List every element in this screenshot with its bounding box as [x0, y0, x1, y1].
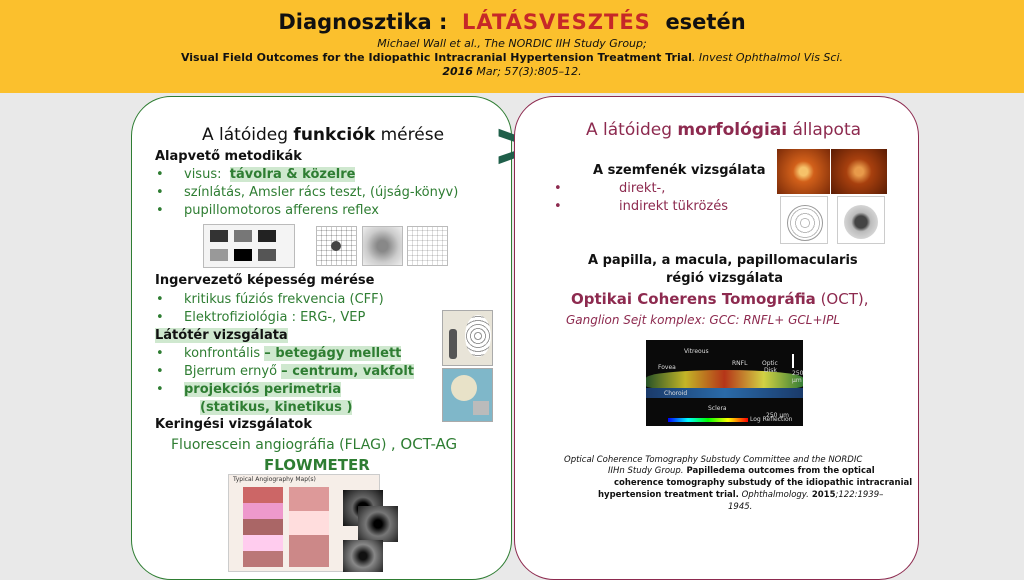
- citation-pages: Mar; 57(3):805–12.: [472, 65, 582, 78]
- visus-highlight: távolra & közelre: [229, 167, 356, 182]
- right-panel-title: A látóideg morfológiai állapota: [586, 120, 861, 140]
- oct-label-optic: Optic: [762, 360, 778, 367]
- right-title-c: állapota: [792, 120, 862, 140]
- octag-text: , OCT-AG: [390, 435, 458, 453]
- bullet-konfrontalis: konfrontális – betegágy mellett: [156, 346, 402, 361]
- right-title-a: A látóideg: [586, 120, 673, 140]
- angiography-map-image: Typical Angiography Map(s): [228, 474, 380, 572]
- oct-label-fovea: Fovea: [658, 364, 676, 371]
- oct-title-abbr: (OCT),: [815, 290, 869, 308]
- ref-line-3: coherence tomography substudy of the idi…: [614, 478, 913, 488]
- bullet-pupillo: pupillomotoros afferens reflex: [156, 203, 379, 218]
- citation-title-line: Visual Field Outcomes for the Idiopathic…: [0, 51, 1024, 64]
- oct-angio-image-3: [343, 540, 383, 572]
- oct-label-disk: Disk: [764, 367, 777, 374]
- fundus-image-1: [777, 149, 830, 194]
- amsler-grid-image-1: [316, 226, 357, 266]
- projekcios-detail: (statikus, kinetikus ): [200, 400, 353, 415]
- statikus-highlight: (statikus, kinetikus ): [200, 400, 353, 415]
- oct-scale-value: 250: [792, 370, 804, 377]
- flag-line: Fluorescein angiográfia (FLAG) , OCT-AG: [171, 435, 457, 453]
- papilla-line-2: régió vizsgálata: [666, 271, 783, 286]
- oct-scale-unit: µm: [792, 377, 802, 384]
- bullet-dot-1: •: [554, 181, 562, 196]
- ref-line-5: 1945.: [728, 502, 753, 512]
- bjerrum-screen-image: [442, 310, 493, 366]
- oct-scale-horizontal: 250 µm: [766, 412, 790, 419]
- perimeter-device-image: [442, 368, 493, 422]
- section-ingerv: Ingervezető képesség mérése: [155, 273, 375, 288]
- ref-year: 2015: [808, 490, 836, 500]
- bjerrum-label: Bjerrum ernyő: [184, 364, 278, 379]
- bullet-cff: kritikus fúziós frekvencia (CFF): [156, 292, 384, 307]
- header-banner: Diagnosztika : LÁTÁSVESZTÉS esetén Micha…: [0, 0, 1024, 93]
- ref-title-b: hypertension treatment trial.: [598, 490, 739, 500]
- oct-title: Optikai Coherens Tomográfia (OCT),: [571, 290, 869, 308]
- oct-scale-bar-vertical: [792, 354, 794, 368]
- title-part-2: LÁTÁSVESZTÉS: [461, 10, 651, 34]
- projekcios-highlight: projekciós perimetria: [184, 382, 342, 397]
- citation-authors: Michael Wall et al., The NORDIC IIH Stud…: [377, 37, 647, 50]
- citation-year-line: 2016 Mar; 57(3):805–12.: [0, 65, 1024, 78]
- left-title-a: A látóideg: [202, 125, 289, 145]
- bullet-direkt: direkt-,: [619, 181, 666, 196]
- title-part-3: esetén: [665, 10, 746, 34]
- fundus-image-2: [831, 149, 887, 194]
- bullet-bjerrum: Bjerrum ernyő – centrum, vakfolt: [156, 364, 415, 379]
- ref-group: IIHn Study Group.: [608, 466, 684, 476]
- bullet-elektro: Elektrofiziológia : ERG-, VEP: [156, 310, 365, 325]
- right-title-b: morfológiai: [677, 120, 788, 140]
- visus-label: visus:: [184, 167, 222, 182]
- amsler-grid-image-2: [362, 226, 403, 266]
- ref-pages: ;122:1939–: [835, 490, 884, 500]
- section-latoter: Látótér vizsgálata: [155, 328, 288, 343]
- bullet-visus: visus: távolra & közelre: [156, 167, 356, 182]
- flowmeter-text: FLOWMETER: [264, 456, 370, 474]
- bullet-szinlatas: színlátás, Amsler rács teszt, (újság-kön…: [156, 185, 458, 200]
- citation-paper-title: Visual Field Outcomes for the Idiopathic…: [180, 51, 692, 64]
- oct-label-sclera: Sclera: [708, 405, 727, 412]
- left-title-c: mérése: [380, 125, 445, 145]
- visual-field-chart-image: [780, 196, 828, 244]
- ref-line-2: IIHn Study Group. Papilledema outcomes f…: [608, 466, 875, 476]
- konf-label: konfrontális: [184, 346, 261, 361]
- ref-journal: Ophthalmology.: [738, 490, 809, 500]
- bjerrum-highlight: – centrum, vakfolt: [281, 364, 415, 379]
- left-panel-title: A látóideg funkciók mérése: [202, 125, 444, 145]
- left-title-b: funkciók: [293, 125, 376, 145]
- ref-line-1: Optical Coherence Tomography Substudy Co…: [564, 455, 863, 465]
- perimetry-result-image: [837, 196, 885, 244]
- oct-title-main: Optikai Coherens Tomográfia: [571, 290, 816, 308]
- visus-chart-image: [203, 224, 295, 268]
- oct-label-vitreous: Vitreous: [684, 348, 709, 355]
- oct-color-bar: [668, 418, 748, 422]
- ganglion-text: Ganglion Sejt komplex: GCC: RNFL+ GCL+IP…: [566, 313, 840, 327]
- papilla-line-1: A papilla, a macula, papillomacularis: [588, 253, 858, 268]
- flag-text: Fluorescein angiográfia (FLAG): [171, 437, 387, 453]
- citation-year: 2016: [442, 65, 473, 78]
- ref-title-a: Papilledema outcomes from the optical: [683, 466, 875, 476]
- section-kering: Keringési vizsgálatok: [155, 417, 312, 432]
- title-part-1: Diagnosztika :: [278, 10, 448, 34]
- bullet-dot-2: •: [554, 199, 562, 214]
- ref-line-4: hypertension treatment trial. Ophthalmol…: [598, 490, 883, 500]
- bullet-projekcios: projekciós perimetria: [156, 382, 342, 397]
- konf-highlight: – betegágy mellett: [264, 346, 402, 361]
- bullet-indirekt: indirekt tükrözés: [619, 199, 729, 214]
- oct-scan-image: Vitreous RNFL Optic Disk Fovea Choroid S…: [646, 340, 803, 426]
- oct-label-rnfl: RNFL: [732, 360, 748, 367]
- oct-label-logref: Log Reflection: [750, 416, 793, 423]
- section-szemfenek: A szemfenék vizsgálata: [593, 163, 766, 178]
- citation-journal: . Invest Ophthalmol Vis Sci.: [691, 51, 844, 64]
- oct-angio-image-2: [358, 506, 398, 542]
- angio-caption: Typical Angiography Map(s): [233, 476, 316, 483]
- amsler-grid-image-3: [407, 226, 448, 266]
- page-title: Diagnosztika : LÁTÁSVESZTÉS esetén: [0, 10, 1024, 34]
- oct-label-choroid: Choroid: [664, 390, 688, 397]
- section-alap: Alapvető metodikák: [155, 149, 302, 164]
